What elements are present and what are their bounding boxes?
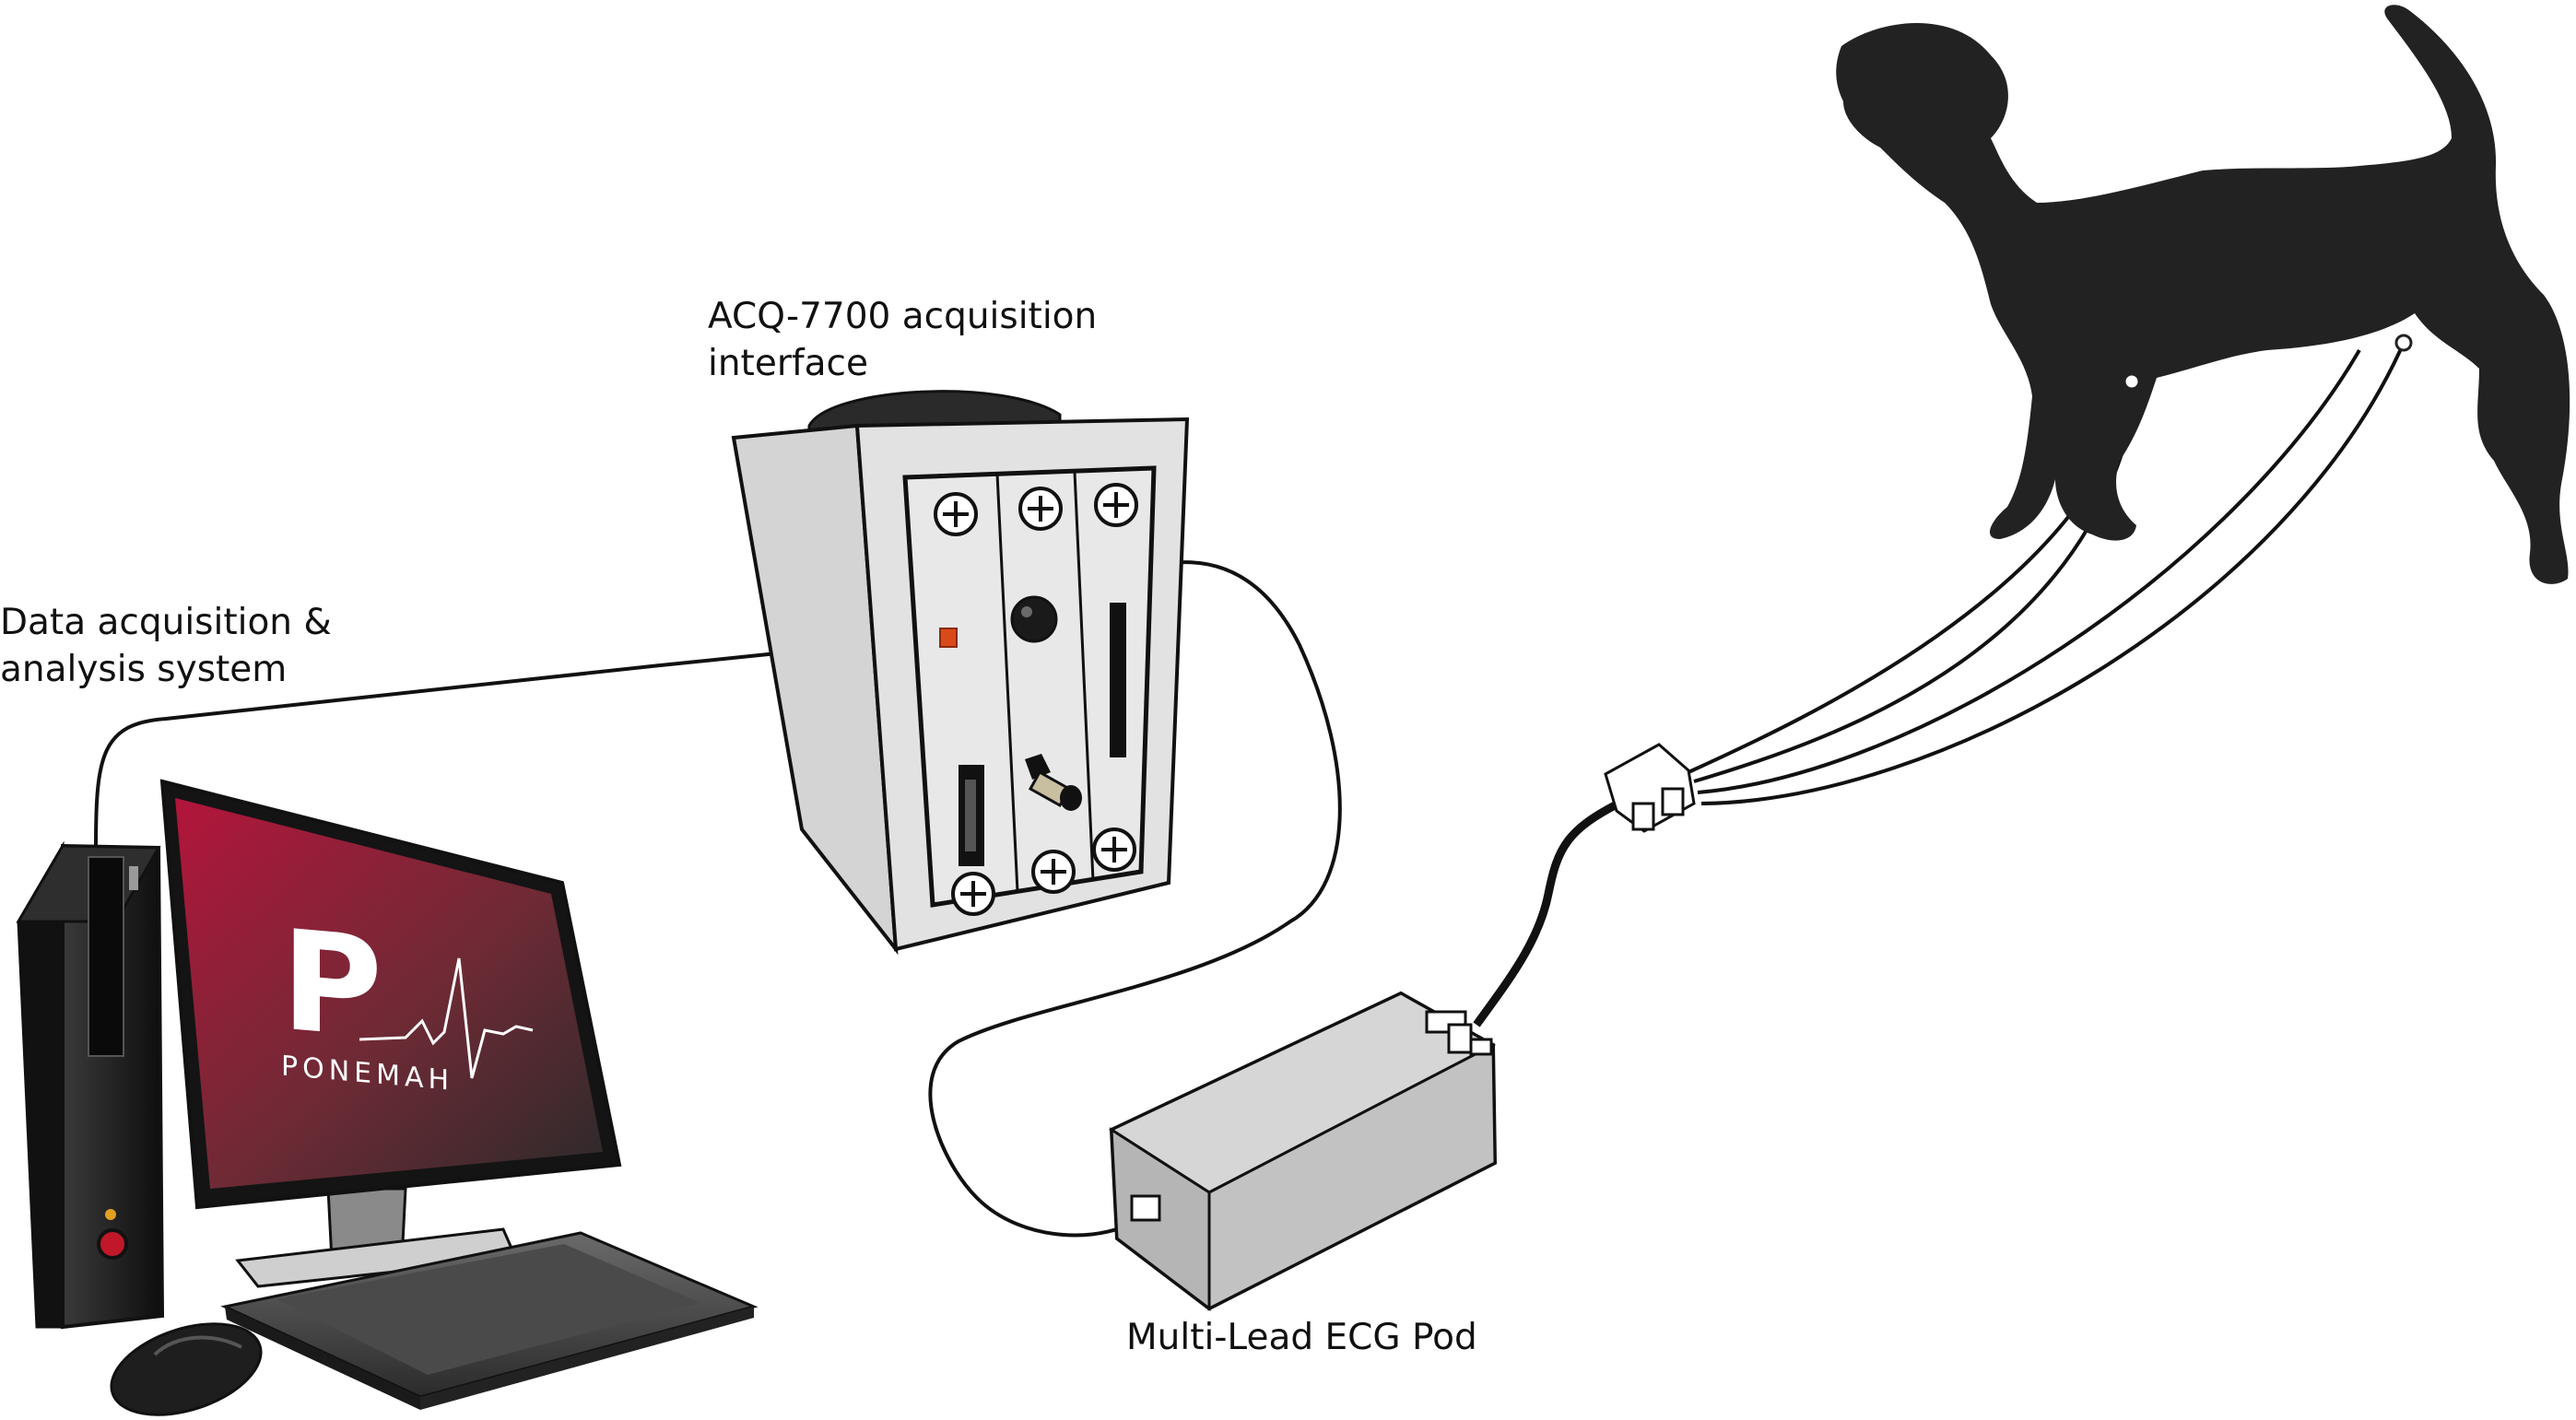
screen-logo: P PONEMAH xyxy=(281,900,502,1102)
mouse-icon xyxy=(110,1322,263,1416)
led-icon xyxy=(105,1209,116,1220)
round-port-icon xyxy=(1010,595,1058,643)
label-line: Data acquisition & xyxy=(0,602,332,643)
cable-interface-to-pod xyxy=(928,560,1342,1238)
keyboard-icon xyxy=(220,1231,759,1410)
monitor-icon xyxy=(159,779,622,1288)
label-ecg-pod: Multi-Lead ECG Pod xyxy=(1126,1314,1477,1361)
computer-tower-icon xyxy=(16,840,165,1330)
lead-4 xyxy=(1700,342,2405,805)
orange-port-icon xyxy=(939,628,958,648)
label-line: interface xyxy=(708,343,868,384)
lead-3 xyxy=(1697,348,2361,794)
screw-icon xyxy=(934,483,1138,916)
cable-pod-to-connector xyxy=(1473,797,1625,1027)
logo-letter: P xyxy=(281,900,382,1071)
cable-computer-to-interface xyxy=(94,634,948,849)
ecg-trace-icon xyxy=(359,957,534,1079)
lead-connector-icon xyxy=(1604,743,1696,833)
slot-icon xyxy=(1110,603,1126,757)
label-data-acquisition-system: Data acquisition & analysis system xyxy=(0,599,332,693)
pod-output-connector xyxy=(1425,1010,1493,1056)
monitor-screen xyxy=(175,798,603,1189)
ecg-pod-icon xyxy=(1108,991,1498,1312)
pod-input-connector xyxy=(1130,1194,1161,1222)
bnc-connector-icon xyxy=(1025,754,1082,811)
acquisition-interface-icon xyxy=(731,390,1190,956)
dog-silhouette-icon xyxy=(1836,5,2570,584)
power-button-icon xyxy=(97,1228,128,1260)
label-line: analysis system xyxy=(0,649,288,690)
label-line: ACQ-7700 acquisition xyxy=(708,296,1098,337)
electrode-icon xyxy=(2123,372,2141,391)
label-acquisition-interface: ACQ-7700 acquisition interface xyxy=(708,293,1097,387)
cables xyxy=(94,342,2405,1238)
electrode-icon xyxy=(2394,334,2413,352)
label-line: Multi-Lead ECG Pod xyxy=(1126,1317,1477,1358)
